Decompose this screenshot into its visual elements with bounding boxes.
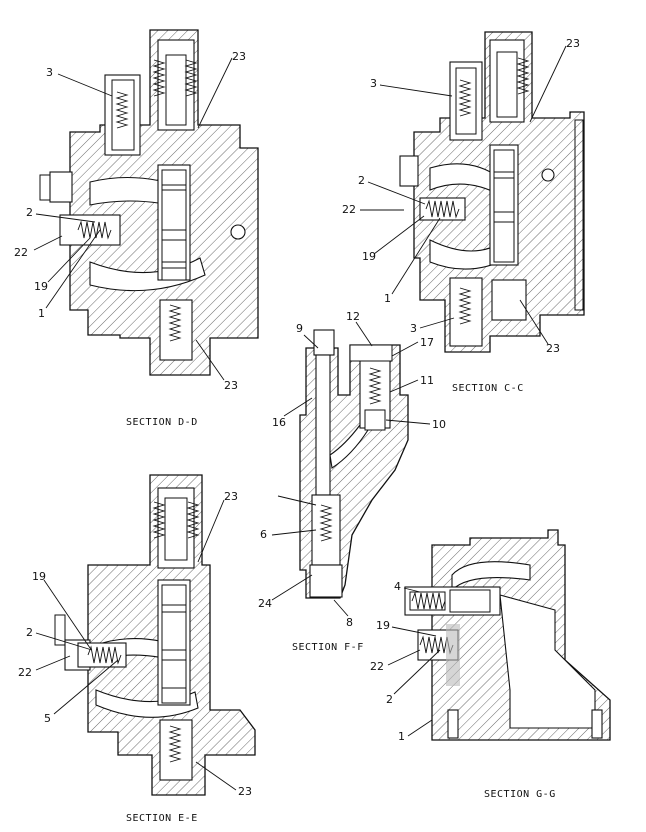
cc-label-23-top: 23 [566,37,580,50]
section-d-d: 3 23 2 22 19 1 23 SECTION D-D [14,29,259,428]
dd-label-3: 3 [46,66,53,79]
ff-label-8: 8 [346,616,353,629]
cc-label-3-bottom: 3 [410,322,417,335]
caption-section-g-g: SECTION G-G [484,789,556,800]
ee-label-22: 22 [18,666,32,679]
cc-label-3-top: 3 [370,77,377,90]
dd-label-23-bottom: 23 [224,379,238,392]
dd-label-22: 22 [14,246,28,259]
dd-label-23-top: 23 [232,50,246,63]
gg-label-22: 22 [370,660,384,673]
dd-label-2: 2 [26,206,33,219]
caption-section-c-c: SECTION C-C [452,383,524,394]
main-spool-cc [493,149,515,263]
gg-label-19: 19 [376,619,390,632]
caption-section-e-e: SECTION E-E [126,813,198,824]
main-spool [161,169,187,281]
gg-label-2: 2 [386,693,393,706]
ee-label-23-top: 23 [224,490,238,503]
ff-label-11: 11 [420,374,434,387]
ff-label-17: 17 [420,336,434,349]
ff-label-9: 9 [296,322,303,335]
cc-label-19: 19 [362,250,376,263]
main-spool-ee [161,584,187,704]
gg-label-4: 4 [394,580,401,593]
dd-label-19: 19 [34,280,48,293]
caption-section-d-d: SECTION D-D [126,417,198,428]
gg-label-1: 1 [398,730,405,743]
ff-label-6: 6 [260,528,267,541]
ff-label-12: 12 [346,310,360,323]
dd-label-1: 1 [38,307,45,320]
ee-label-23-bottom: 23 [238,785,252,798]
ee-label-5: 5 [44,712,51,725]
section-c-c: 3 23 2 22 19 1 3 23 SECTION C-C [342,31,585,394]
ff-label-10: 10 [432,418,446,431]
cc-label-1: 1 [384,292,391,305]
cc-label-23-bottom: 23 [546,342,560,355]
cc-label-2: 2 [358,174,365,187]
section-f-f: 9 12 17 11 16 10 6 24 8 SECTION F-F [258,310,446,653]
section-e-e: 23 19 2 22 5 23 SECTION E-E [18,474,256,824]
cc-label-22: 22 [342,203,356,216]
ff-label-16: 16 [272,416,286,429]
ee-label-19: 19 [32,570,46,583]
section-g-g: 4 19 22 2 1 SECTION G-G [370,529,611,800]
ff-label-24: 24 [258,597,272,610]
caption-section-f-f: SECTION F-F [292,642,364,653]
ee-label-2: 2 [26,626,33,639]
